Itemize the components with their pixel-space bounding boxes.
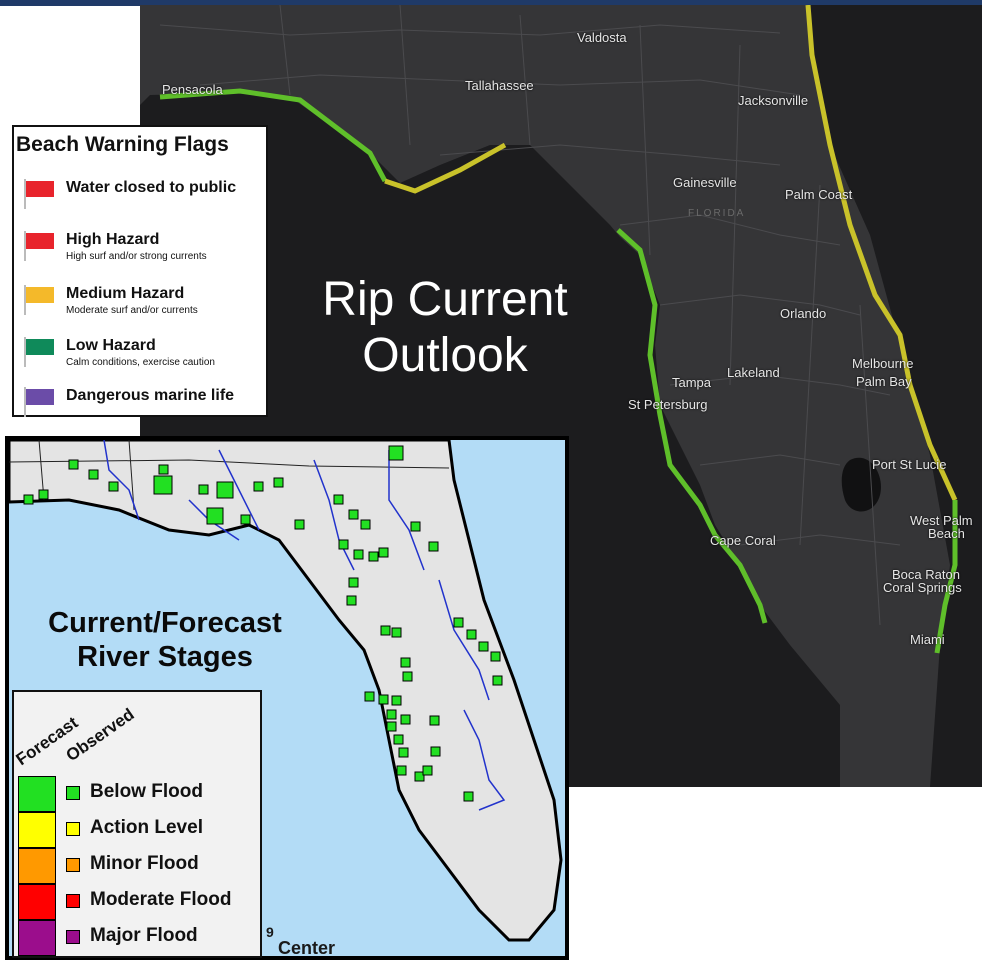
stage-row: Below Flood — [14, 776, 264, 812]
city-label: Miami — [910, 632, 945, 647]
flag-pole — [24, 285, 26, 315]
flags-title: Beach Warning Flags — [16, 133, 229, 156]
city-label: Coral Springs — [883, 580, 962, 595]
stage-label: Minor Flood — [90, 853, 199, 874]
rip-current-title: Rip Current Outlook — [270, 272, 620, 384]
river-title-line2: River Stages — [77, 641, 253, 673]
flag-sub: Calm conditions, exercise caution — [66, 357, 215, 368]
county-lines — [159, 5, 901, 626]
rip-title-line1: Rip Current — [322, 273, 568, 326]
river-stages-map — [5, 436, 569, 960]
stage-label: Below Flood — [90, 781, 203, 802]
flag-sub: High surf and/or strong currents — [66, 251, 207, 262]
coast-medium-bigbend — [384, 142, 507, 194]
city-label: Valdosta — [577, 30, 627, 45]
flag-label: High Hazard — [66, 231, 160, 248]
observed-swatch — [66, 930, 80, 944]
city-label: Beach — [928, 526, 965, 541]
city-label: Tampa — [672, 375, 712, 390]
flag-label: Water closed to public — [66, 179, 237, 196]
city-label: Melbourne — [852, 356, 914, 371]
river-stages-title: Current/Forecast River Stages — [10, 606, 320, 674]
forecast-swatch — [18, 776, 56, 812]
stage-label: Moderate Flood — [90, 889, 232, 910]
flag-icon — [26, 389, 54, 405]
city-label: Palm Coast — [785, 187, 853, 202]
city-label: Cape Coral — [710, 533, 776, 548]
stage-row: Major Flood — [14, 920, 264, 956]
city-label: Orlando — [780, 306, 827, 321]
top-bar — [0, 0, 982, 6]
river-map-graphic — [9, 440, 563, 942]
coast-low-westcoast — [616, 228, 768, 624]
flag-pole — [24, 337, 26, 367]
atlantic-water — [810, 5, 982, 787]
observed-swatch — [66, 786, 80, 800]
rip-title-line2: Outlook — [362, 329, 528, 382]
state-label: FLORIDA — [688, 208, 746, 219]
city-label: Lakeland — [727, 365, 780, 380]
flag-sub: Moderate surf and/or currents — [66, 305, 198, 316]
city-label: Pensacola — [162, 82, 223, 97]
city-label: Palm Bay — [856, 374, 912, 389]
stage-row: Minor Flood — [14, 848, 264, 884]
observed-swatch — [66, 858, 80, 872]
forecast-swatch — [18, 848, 56, 884]
city-label: Tallahassee — [465, 78, 534, 93]
river-title-line1: Current/Forecast — [48, 607, 282, 639]
flag-label: Dangerous marine life — [66, 387, 235, 404]
forecast-swatch — [18, 812, 56, 848]
coast-low-panhandle — [159, 88, 388, 183]
river-landmass — [9, 440, 563, 942]
stage-row: Action Level — [14, 812, 264, 848]
city-label: Gainesville — [673, 175, 737, 190]
flag-pole — [24, 387, 26, 417]
stage-label: Action Level — [90, 817, 203, 838]
coast-medium-eastcoast — [805, 5, 958, 502]
flag-icon — [26, 233, 54, 249]
forecast-swatch — [18, 884, 56, 920]
flag-label: Medium Hazard — [66, 285, 185, 302]
rivers — [103, 440, 506, 811]
legend-observed-heading: Observed — [62, 704, 138, 766]
beach-flags-legend: Beach Warning Flags Water closed to publ… — [12, 125, 268, 417]
footer-center-text: Center — [278, 938, 336, 958]
flag-icon — [26, 181, 54, 197]
stage-row: Moderate Flood — [14, 884, 264, 920]
footer-mark: 9 — [266, 924, 274, 940]
forecast-swatch — [18, 920, 56, 956]
city-label: West Palm — [910, 513, 973, 528]
flag-pole — [24, 231, 26, 261]
flag-label: Low Hazard — [66, 337, 156, 354]
lake-okeechobee — [841, 457, 881, 512]
flag-icon — [26, 339, 54, 355]
city-label: Jacksonville — [738, 93, 809, 108]
river-stage-legend: Forecast Observed Below Flood Action Lev… — [12, 690, 262, 958]
stage-label: Major Flood — [90, 925, 198, 946]
observed-swatch — [66, 822, 80, 836]
coast-low-southeast — [934, 500, 958, 654]
city-label: St Petersburg — [628, 397, 708, 412]
observed-swatch — [66, 894, 80, 908]
city-label: Boca Raton — [892, 567, 960, 582]
flag-icon — [26, 287, 54, 303]
city-label: Port St Lucie — [872, 457, 947, 472]
gauge-markers — [23, 445, 503, 802]
flag-pole — [24, 179, 26, 209]
